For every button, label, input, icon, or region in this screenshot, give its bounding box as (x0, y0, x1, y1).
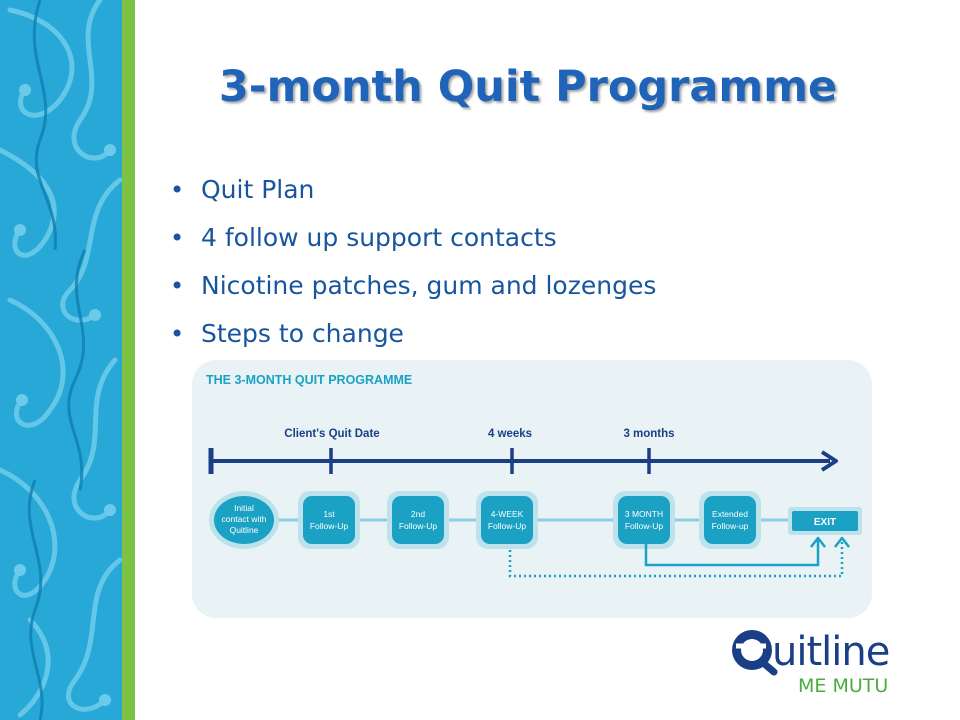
bullet-dot-icon: • (170, 176, 185, 204)
diagram-heading: THE 3-MONTH QUIT PROGRAMME (206, 373, 412, 387)
bullet-text: Nicotine patches, gum and lozenges (201, 271, 657, 300)
node-text: Follow-Up (310, 521, 349, 531)
diagram-panel (192, 360, 872, 618)
timeline-arrow-icon (208, 448, 838, 474)
node-text: EXIT (814, 517, 836, 528)
timeline-label-3-months: 3 months (623, 428, 674, 440)
timeline-label-quit-date: Client's Quit Date (284, 428, 379, 440)
node-text: 3 MONTH (625, 509, 663, 519)
node-extended-follow-up: Extended Follow-up (699, 491, 761, 549)
node-text: Extended (712, 509, 748, 519)
bullet-item: • Nicotine patches, gum and lozenges (168, 264, 656, 312)
logo-tagline: ME MUTU (798, 675, 888, 697)
node-text: Initial (234, 503, 254, 513)
node-text: contact with (222, 514, 267, 524)
node-text: Follow-up (712, 521, 749, 531)
bullet-item: • 4 follow up support contacts (168, 216, 656, 264)
node-initial-contact: Initial contact with Quitline (209, 491, 279, 549)
bullet-text: Quit Plan (201, 175, 315, 204)
node-text: 4-WEEK (491, 509, 524, 519)
node-text: Follow-Up (625, 521, 664, 531)
dotted-arrow-head-icon (834, 536, 850, 548)
bullet-dot-icon: • (170, 272, 185, 300)
dotted-return-arrow-icon (508, 540, 844, 578)
quitline-q-logo-icon (732, 630, 778, 676)
quit-programme-diagram: THE 3-MONTH QUIT PROGRAMME Client's Quit… (192, 360, 872, 618)
node-text: Quitline (230, 525, 259, 535)
node-text: Follow-Up (488, 521, 527, 531)
bullet-dot-icon: • (170, 320, 185, 348)
solid-return-arrow-icon (644, 536, 826, 567)
bullet-dot-icon: • (170, 224, 185, 252)
node-3-month-follow-up: 3 MONTH Follow-Up (613, 491, 675, 549)
node-text: 1st (323, 509, 335, 519)
node-2nd-follow-up: 2nd Follow-Up (387, 491, 449, 549)
bullet-item: • Quit Plan (168, 168, 656, 216)
node-1st-follow-up: 1st Follow-Up (298, 491, 360, 549)
node-text: Follow-Up (399, 521, 438, 531)
bullet-item: • Steps to change (168, 312, 656, 360)
bullet-list: • Quit Plan • 4 follow up support contacts… (168, 168, 656, 360)
quitline-logo: uitline ME MUTU (732, 629, 890, 697)
slide-title: 3-month Quit Programme (218, 62, 838, 112)
timeline-label-4-weeks: 4 weeks (488, 428, 532, 440)
logo-wordmark: uitline (772, 629, 889, 675)
bullet-text: 4 follow up support contacts (201, 223, 557, 252)
koru-pattern-band (0, 0, 135, 720)
node-exit: EXIT (788, 507, 862, 535)
node-text: 2nd (411, 509, 425, 519)
node-4-week-follow-up: 4-WEEK Follow-Up (476, 491, 538, 549)
bullet-text: Steps to change (201, 319, 404, 348)
